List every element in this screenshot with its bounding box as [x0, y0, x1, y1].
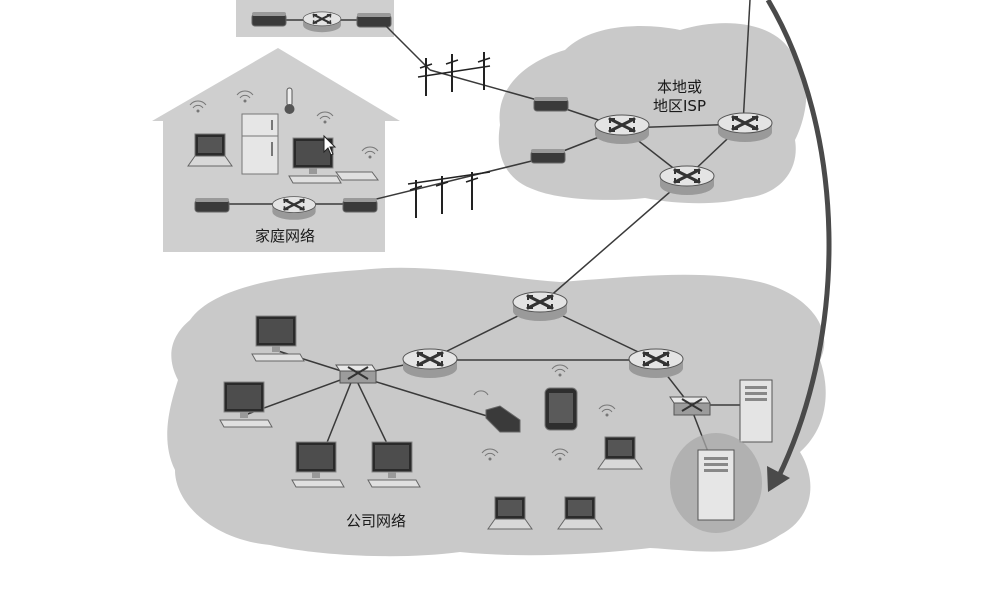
curved-arrow [765, 0, 832, 480]
isp-label: 本地或 地区ISP [653, 78, 706, 116]
desktop-icon [367, 441, 421, 488]
desktop-icon [219, 381, 273, 428]
laptop-icon [487, 496, 533, 530]
tablet-icon [544, 387, 578, 431]
laptop-icon [557, 496, 603, 530]
switch-icon [335, 364, 377, 384]
desktop-icon [291, 441, 345, 488]
router-icon [716, 111, 774, 144]
keyboard-icon [335, 171, 379, 181]
arrow-head-icon [767, 466, 790, 492]
access-point-icon [473, 390, 521, 433]
modem-icon [533, 96, 569, 112]
cursor-icon [323, 134, 337, 156]
router-icon [271, 195, 317, 222]
cell-tower-icon [407, 171, 491, 219]
server-icon [697, 449, 735, 521]
router-icon [302, 10, 342, 34]
desktop-icon [251, 315, 305, 362]
home-network-label: 家庭网络 [255, 227, 316, 245]
router-icon [593, 113, 651, 146]
isp-cloud [498, 23, 807, 204]
modem-icon [194, 197, 230, 213]
router-icon [658, 164, 716, 197]
router-icon [401, 347, 459, 380]
thermometer-icon [284, 87, 295, 114]
laptop-icon [187, 133, 233, 167]
isp-label-line2: 地区ISP [653, 96, 706, 115]
router-icon [627, 347, 685, 380]
modem-icon [530, 148, 566, 164]
cell-tower-icon [417, 51, 491, 97]
corporate-network-label: 公司网络 [346, 512, 407, 530]
isp-label-line1: 本地或 [656, 78, 702, 96]
refrigerator-icon [241, 113, 279, 175]
switch-icon [669, 396, 711, 416]
laptop-icon [597, 436, 643, 470]
server-icon [739, 379, 773, 443]
modem-icon [342, 197, 378, 213]
modem-icon [251, 11, 287, 27]
router-icon [511, 290, 569, 323]
